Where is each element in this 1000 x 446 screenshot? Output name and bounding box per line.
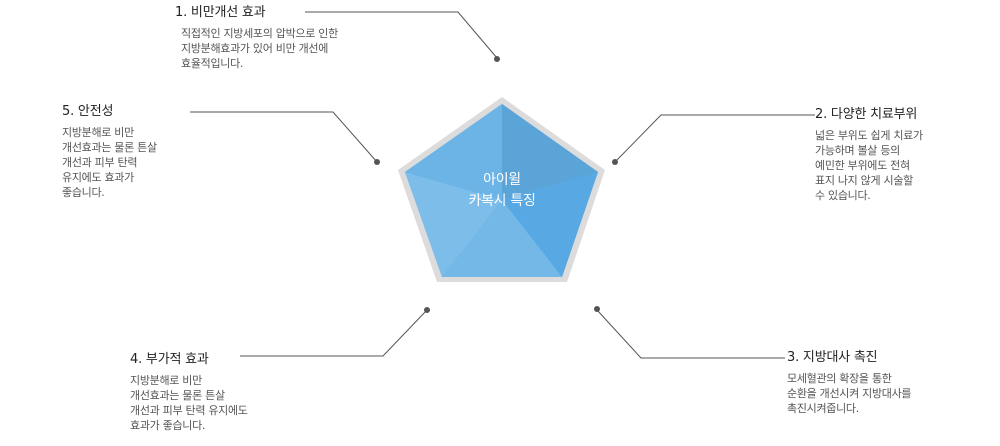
- feature-title: 2. 다양한 치료부위: [815, 107, 918, 122]
- connector-dot-1: [494, 56, 500, 62]
- feature-desc: 직접적인 지방세포의 압박으로 인한 지방분해효과가 있어 비만 개선에 효율적…: [181, 27, 338, 70]
- connector-dot-2: [612, 159, 618, 165]
- feature-title: 5. 안전성: [62, 104, 114, 119]
- feature-desc: 넓은 부위도 쉽게 치료가 가능하며 볼살 등의 예민한 부위에도 전혀 표지 …: [815, 129, 923, 202]
- center-label-line2: 카복시 특징: [468, 193, 536, 209]
- connector-5: [190, 111, 378, 163]
- feature-desc: 지방분해로 비만 개선효과는 물론 튼살 개선과 피부 탄력 유지에도 효과가 …: [130, 374, 248, 432]
- connector-3: [596, 309, 785, 359]
- connector-1: [305, 11, 498, 59]
- feature-item-1: 1. 비만개선 효과 직접적인 지방세포의 압박으로 인한 지방분해효과가 있어…: [175, 5, 338, 71]
- feature-title: 4. 부가적 효과: [130, 352, 209, 367]
- center-label: 아이윌 카복시 특징: [440, 170, 564, 212]
- feature-item-3: 3. 지방대사 촉진 모세혈관의 확장을 통한 순환을 개선시켜 지방대사를 촉…: [787, 350, 912, 416]
- feature-item-4: 4. 부가적 효과 지방분해로 비만 개선효과는 물론 튼살 개선과 피부 탄력…: [130, 352, 248, 433]
- center-label-line1: 아이윌: [483, 172, 521, 188]
- connector-2: [614, 114, 815, 163]
- pentagon-facets: [405, 104, 598, 277]
- connector-dot-5: [374, 159, 380, 165]
- connector-dot-4: [424, 307, 430, 313]
- feature-title: 1. 비만개선 효과: [175, 5, 266, 20]
- feature-desc: 모세혈관의 확장을 통한 순환을 개선시켜 지방대사를 촉진시켜줍니다.: [787, 372, 912, 415]
- feature-desc: 지방분해로 비만 개선효과는 물론 튼살 개선과 피부 탄력 유지에도 효과가 …: [62, 126, 157, 199]
- feature-item-5: 5. 안전성 지방분해로 비만 개선효과는 물론 튼살 개선과 피부 탄력 유지…: [62, 104, 157, 200]
- connector-dots: [374, 56, 618, 313]
- feature-title: 3. 지방대사 촉진: [787, 350, 878, 365]
- feature-item-2: 2. 다양한 치료부위 넓은 부위도 쉽게 치료가 가능하며 볼살 등의 예민한…: [815, 107, 923, 203]
- connector-lines: [190, 11, 815, 359]
- connector-dot-3: [594, 306, 600, 312]
- connector-4: [240, 309, 428, 357]
